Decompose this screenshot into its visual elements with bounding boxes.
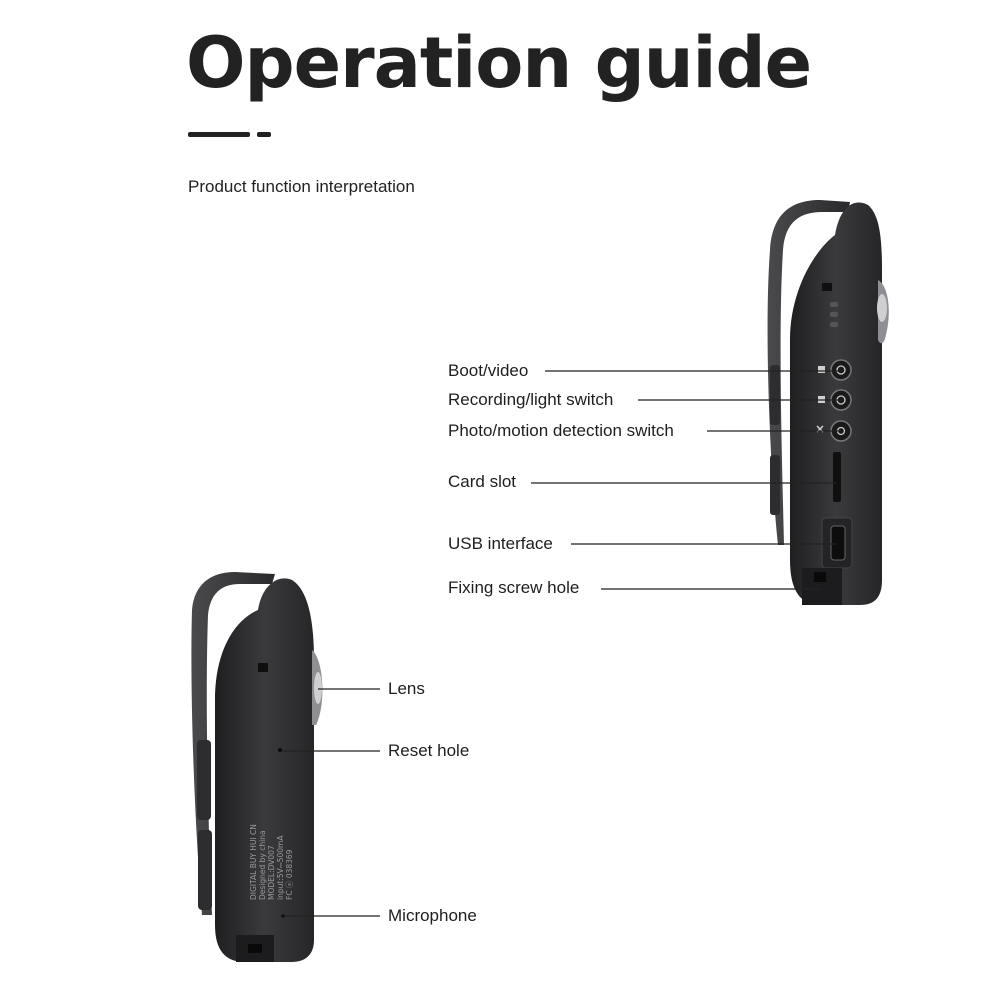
device-text-line1: DIGITAL BUY HUI CN	[249, 824, 258, 900]
title-underline-long	[188, 132, 250, 137]
device-text-line4: input:5V⎓500mA	[276, 835, 285, 900]
label-boot-video: Boot/video	[448, 361, 529, 380]
label-microphone: Microphone	[388, 906, 477, 925]
label-reset-hole: Reset hole	[388, 741, 470, 760]
device-label-text: DIGITAL BUY HUI CN Designed by china MOD…	[249, 824, 294, 900]
callout-lines	[282, 370, 838, 917]
label-lens: Lens	[388, 679, 425, 698]
page-title: Operation guide	[186, 22, 812, 104]
side-view-device	[767, 200, 889, 605]
page-subtitle: Product function interpretation	[188, 177, 415, 196]
device-text-line5: FC ⓔ 038369	[285, 849, 294, 900]
label-usb-interface: USB interface	[448, 534, 553, 553]
label-photo-motion-switch: Photo/motion detection switch	[448, 421, 674, 440]
label-recording-light-switch: Recording/light switch	[448, 390, 614, 409]
label-fixing-screw-hole: Fixing screw hole	[448, 578, 580, 597]
title-underline-short	[257, 132, 271, 137]
device-text-line2: Designed by china	[258, 830, 267, 900]
label-card-slot: Card slot	[448, 472, 517, 491]
back-view-device	[191, 572, 323, 962]
device-text-line3: MODEL:DV007	[267, 845, 276, 900]
